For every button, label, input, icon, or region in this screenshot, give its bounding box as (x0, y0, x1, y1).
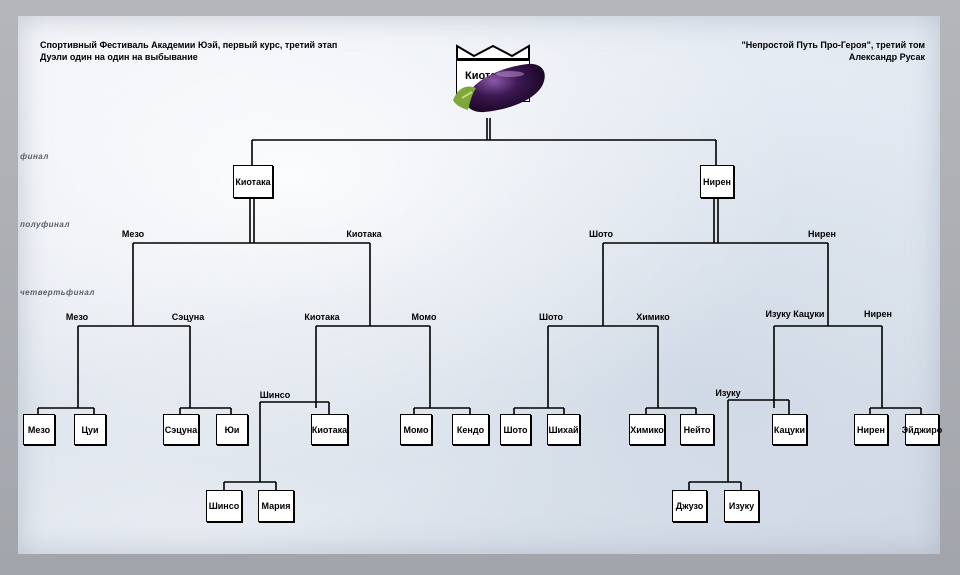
quarterfinal-label: Мезо (65, 312, 89, 322)
stage-quarterfinal-label: четвертьфинал (20, 288, 95, 297)
event-title-line-2: Дуэли один на один на выбывание (40, 52, 198, 62)
quarterfinal-label: Сэцуна (171, 312, 205, 322)
book-title-line-1: "Непростой Путь Про-Героя", третий том (741, 40, 925, 50)
player-box: Мезо (23, 414, 55, 445)
quarterfinal-label: Изуку Кацуки (765, 309, 825, 319)
player-box: Шото (500, 414, 531, 445)
player-box: Джузо (672, 490, 707, 522)
semifinal-label: Шото (588, 229, 614, 239)
player-box: Сэцуна (163, 414, 199, 445)
match-label: Изуку (715, 388, 741, 398)
quarterfinal-label: Химико (636, 312, 670, 322)
player-box: Мария (258, 490, 294, 522)
player-box: Нирен (854, 414, 888, 445)
player-box: Нейто (680, 414, 714, 445)
match-label: Шинсо (259, 390, 291, 400)
player-box: Эйджиро (902, 414, 942, 445)
player-box: Кендо (452, 414, 489, 445)
eggplant-icon (453, 63, 545, 113)
player-box: Момо (400, 414, 432, 445)
semifinal-label: Киотака (346, 229, 382, 239)
player-box: Юи (216, 414, 248, 445)
stage-semifinal-label: полуфинал (20, 220, 70, 229)
final-box-left: Киотака (233, 165, 273, 198)
quarterfinal-label: Шото (538, 312, 564, 322)
player-box: Изуку (724, 490, 759, 522)
stage-final-label: финал (20, 152, 49, 161)
semifinal-label: Мезо (121, 229, 145, 239)
book-title: "Непростой Путь Про-Героя", третий том А… (741, 39, 925, 63)
player-box: Киотака (311, 414, 348, 445)
final-box-right: Нирен (700, 165, 734, 198)
quarterfinal-label: Киотака (304, 312, 340, 322)
event-title: Спортивный Фестиваль Академии Юэй, первы… (40, 39, 337, 63)
quarterfinal-label: Нирен (864, 309, 892, 319)
player-box: Шинсо (206, 490, 242, 522)
player-box: Шихай (547, 414, 580, 445)
event-title-line-1: Спортивный Фестиваль Академии Юэй, первы… (40, 40, 338, 50)
player-box: Химико (629, 414, 665, 445)
quarterfinal-label: Момо (411, 312, 437, 322)
player-box: Цуи (74, 414, 106, 445)
player-box: Кацуки (772, 414, 807, 445)
semifinal-label: Нирен (808, 229, 836, 239)
book-title-line-2: Александр Русак (848, 52, 925, 62)
